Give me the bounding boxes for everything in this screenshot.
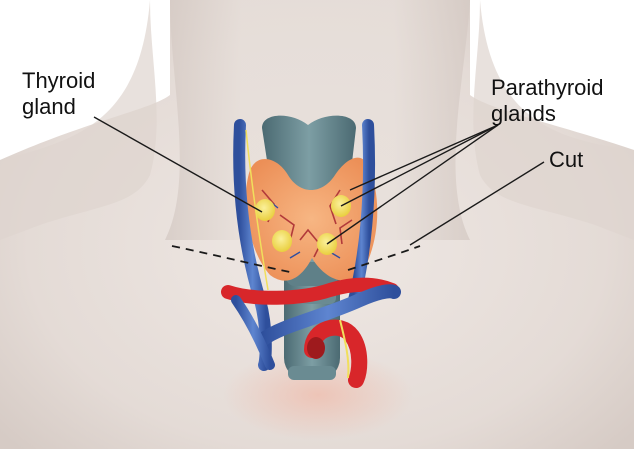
cut-label-text: Cut xyxy=(549,147,583,173)
parathyroid-label-line1: Parathyroid xyxy=(491,75,604,101)
cut-label: Cut xyxy=(549,147,583,173)
thyroid-label-line2: gland xyxy=(22,94,95,120)
thyroid-label-line1: Thyroid xyxy=(22,68,95,94)
thyroid-gland-label: Thyroid gland xyxy=(22,68,95,120)
parathyroid-lower-left xyxy=(272,230,292,252)
parathyroid-glands-label: Parathyroid glands xyxy=(491,75,604,127)
parathyroid-label-line2: glands xyxy=(491,101,604,127)
